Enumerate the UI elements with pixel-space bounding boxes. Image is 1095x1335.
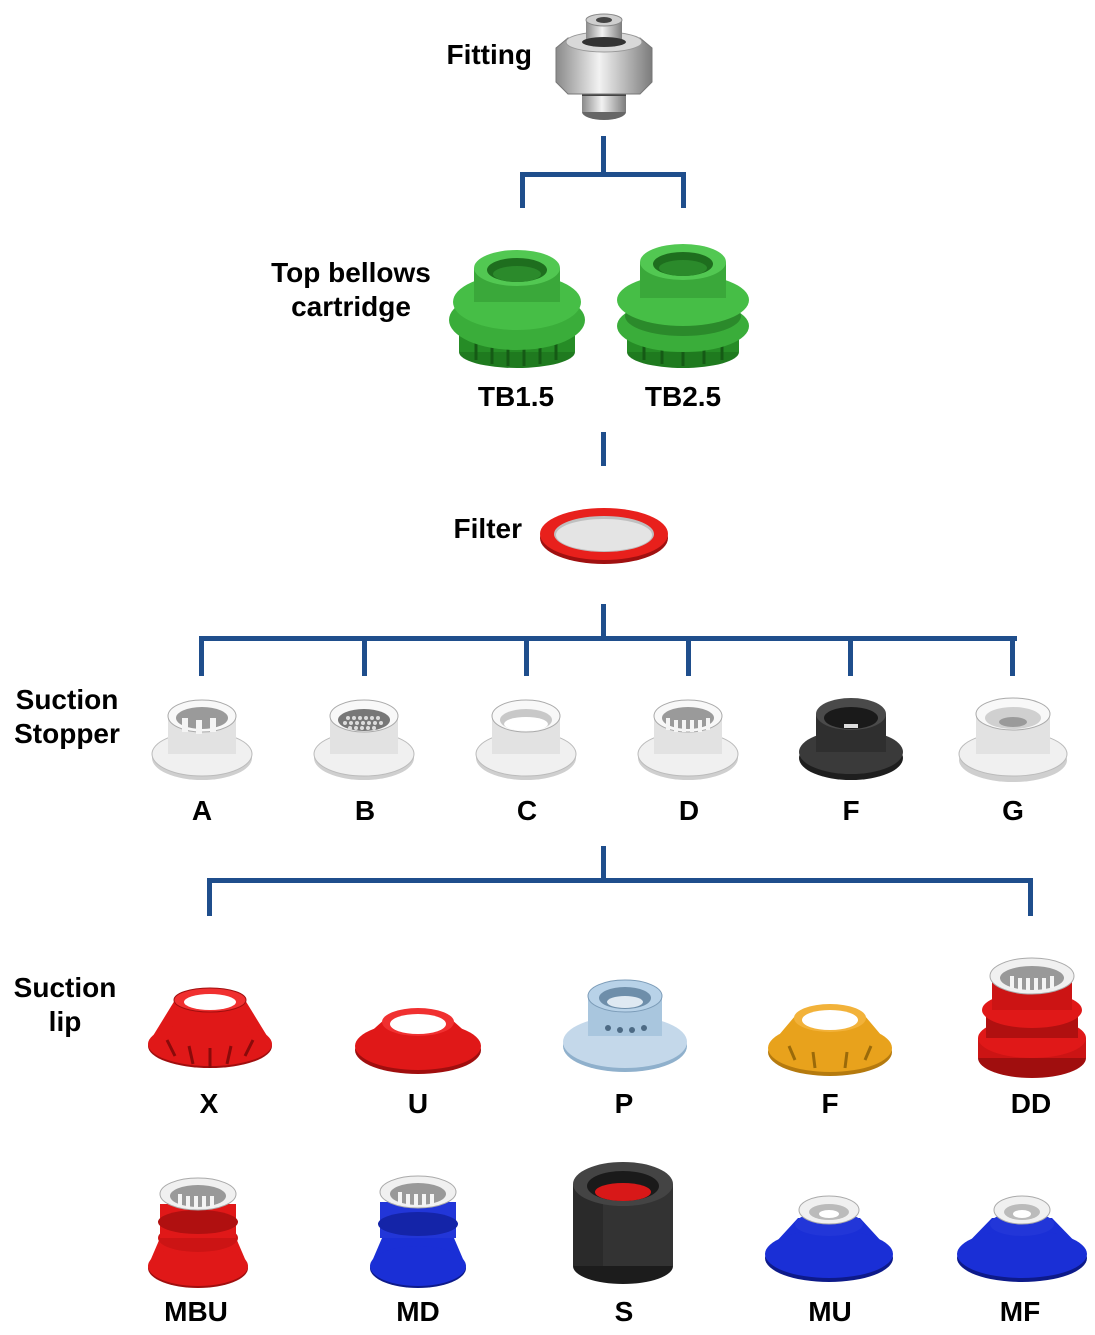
stopper-f-label: F [842, 795, 860, 826]
lip-dd-image [978, 957, 1086, 1078]
lip-label-line2: lip [48, 1005, 82, 1037]
lip-p-label: P [614, 1088, 634, 1119]
lip-p-image [563, 979, 687, 1072]
stopper-g-label: G [1002, 795, 1024, 826]
top-bellows-label-line2: cartridge [291, 290, 411, 322]
stopper-d-label: D [678, 795, 700, 826]
connector-line [601, 846, 606, 882]
top-bellows-label-line1: Top bellows [271, 257, 431, 288]
stopper-label: Suction Stopper [14, 683, 120, 750]
connector-line [207, 878, 212, 916]
lip-mu-label: MU [808, 1296, 852, 1327]
lip-dd-label: DD [1010, 1088, 1052, 1119]
filter-image [540, 508, 668, 564]
lip-u-label: U [407, 1088, 429, 1119]
stopper-label-line2: Stopper [14, 717, 120, 749]
fitting-image [555, 13, 653, 120]
stopper-b-label: B [354, 795, 376, 826]
lip-s-image [573, 1162, 673, 1284]
stopper-d-image [637, 699, 739, 780]
lip-label: Suction lip [14, 971, 117, 1038]
stopper-b-image [313, 699, 415, 780]
connector-line [207, 878, 1033, 883]
lip-f-label: F [821, 1088, 839, 1119]
connector-line [601, 136, 606, 176]
lip-md-label: MD [396, 1296, 440, 1327]
lip-mbu-image [148, 1177, 248, 1288]
connector-line [848, 636, 853, 676]
connector-line [520, 172, 686, 177]
lip-u-image [355, 1008, 481, 1074]
connector-line [601, 604, 606, 640]
lip-f-image [768, 1004, 892, 1076]
lip-md-image [370, 1175, 466, 1288]
stopper-c-image [475, 699, 577, 780]
lip-mf-label: MF [999, 1296, 1041, 1327]
top-bellows-tb25-image [617, 244, 749, 368]
top-bellows-tb15-image [449, 250, 585, 368]
connector-line [1028, 878, 1033, 916]
lip-x-label: X [199, 1088, 219, 1119]
lip-mf-image [957, 1195, 1087, 1282]
top-bellows-label: Top bellows cartridge [271, 256, 431, 323]
lip-s-label: S [614, 1296, 634, 1327]
connector-line [362, 636, 367, 676]
connector-line [601, 432, 606, 466]
connector-line [199, 636, 1017, 641]
connector-line [520, 172, 525, 208]
connector-line [686, 636, 691, 676]
lip-x-image [148, 987, 272, 1068]
tb15-label: TB1.5 [477, 381, 555, 412]
connector-line [1010, 636, 1015, 676]
fitting-label: Fitting [446, 39, 532, 70]
connector-line [524, 636, 529, 676]
stopper-c-label: C [516, 795, 538, 826]
lip-label-line1: Suction [13, 972, 117, 1003]
stopper-a-image [151, 699, 253, 780]
filter-label: Filter [453, 513, 522, 544]
stopper-g-image [958, 697, 1068, 782]
stopper-a-label: A [191, 795, 213, 826]
connector-line [199, 636, 204, 676]
lip-mbu-label: MBU [164, 1296, 228, 1327]
stopper-label-line1: Suction [15, 684, 119, 715]
stopper-f-image [799, 698, 903, 780]
lip-mu-image [765, 1195, 893, 1282]
tb25-label: TB2.5 [644, 381, 722, 412]
connector-line [681, 172, 686, 208]
